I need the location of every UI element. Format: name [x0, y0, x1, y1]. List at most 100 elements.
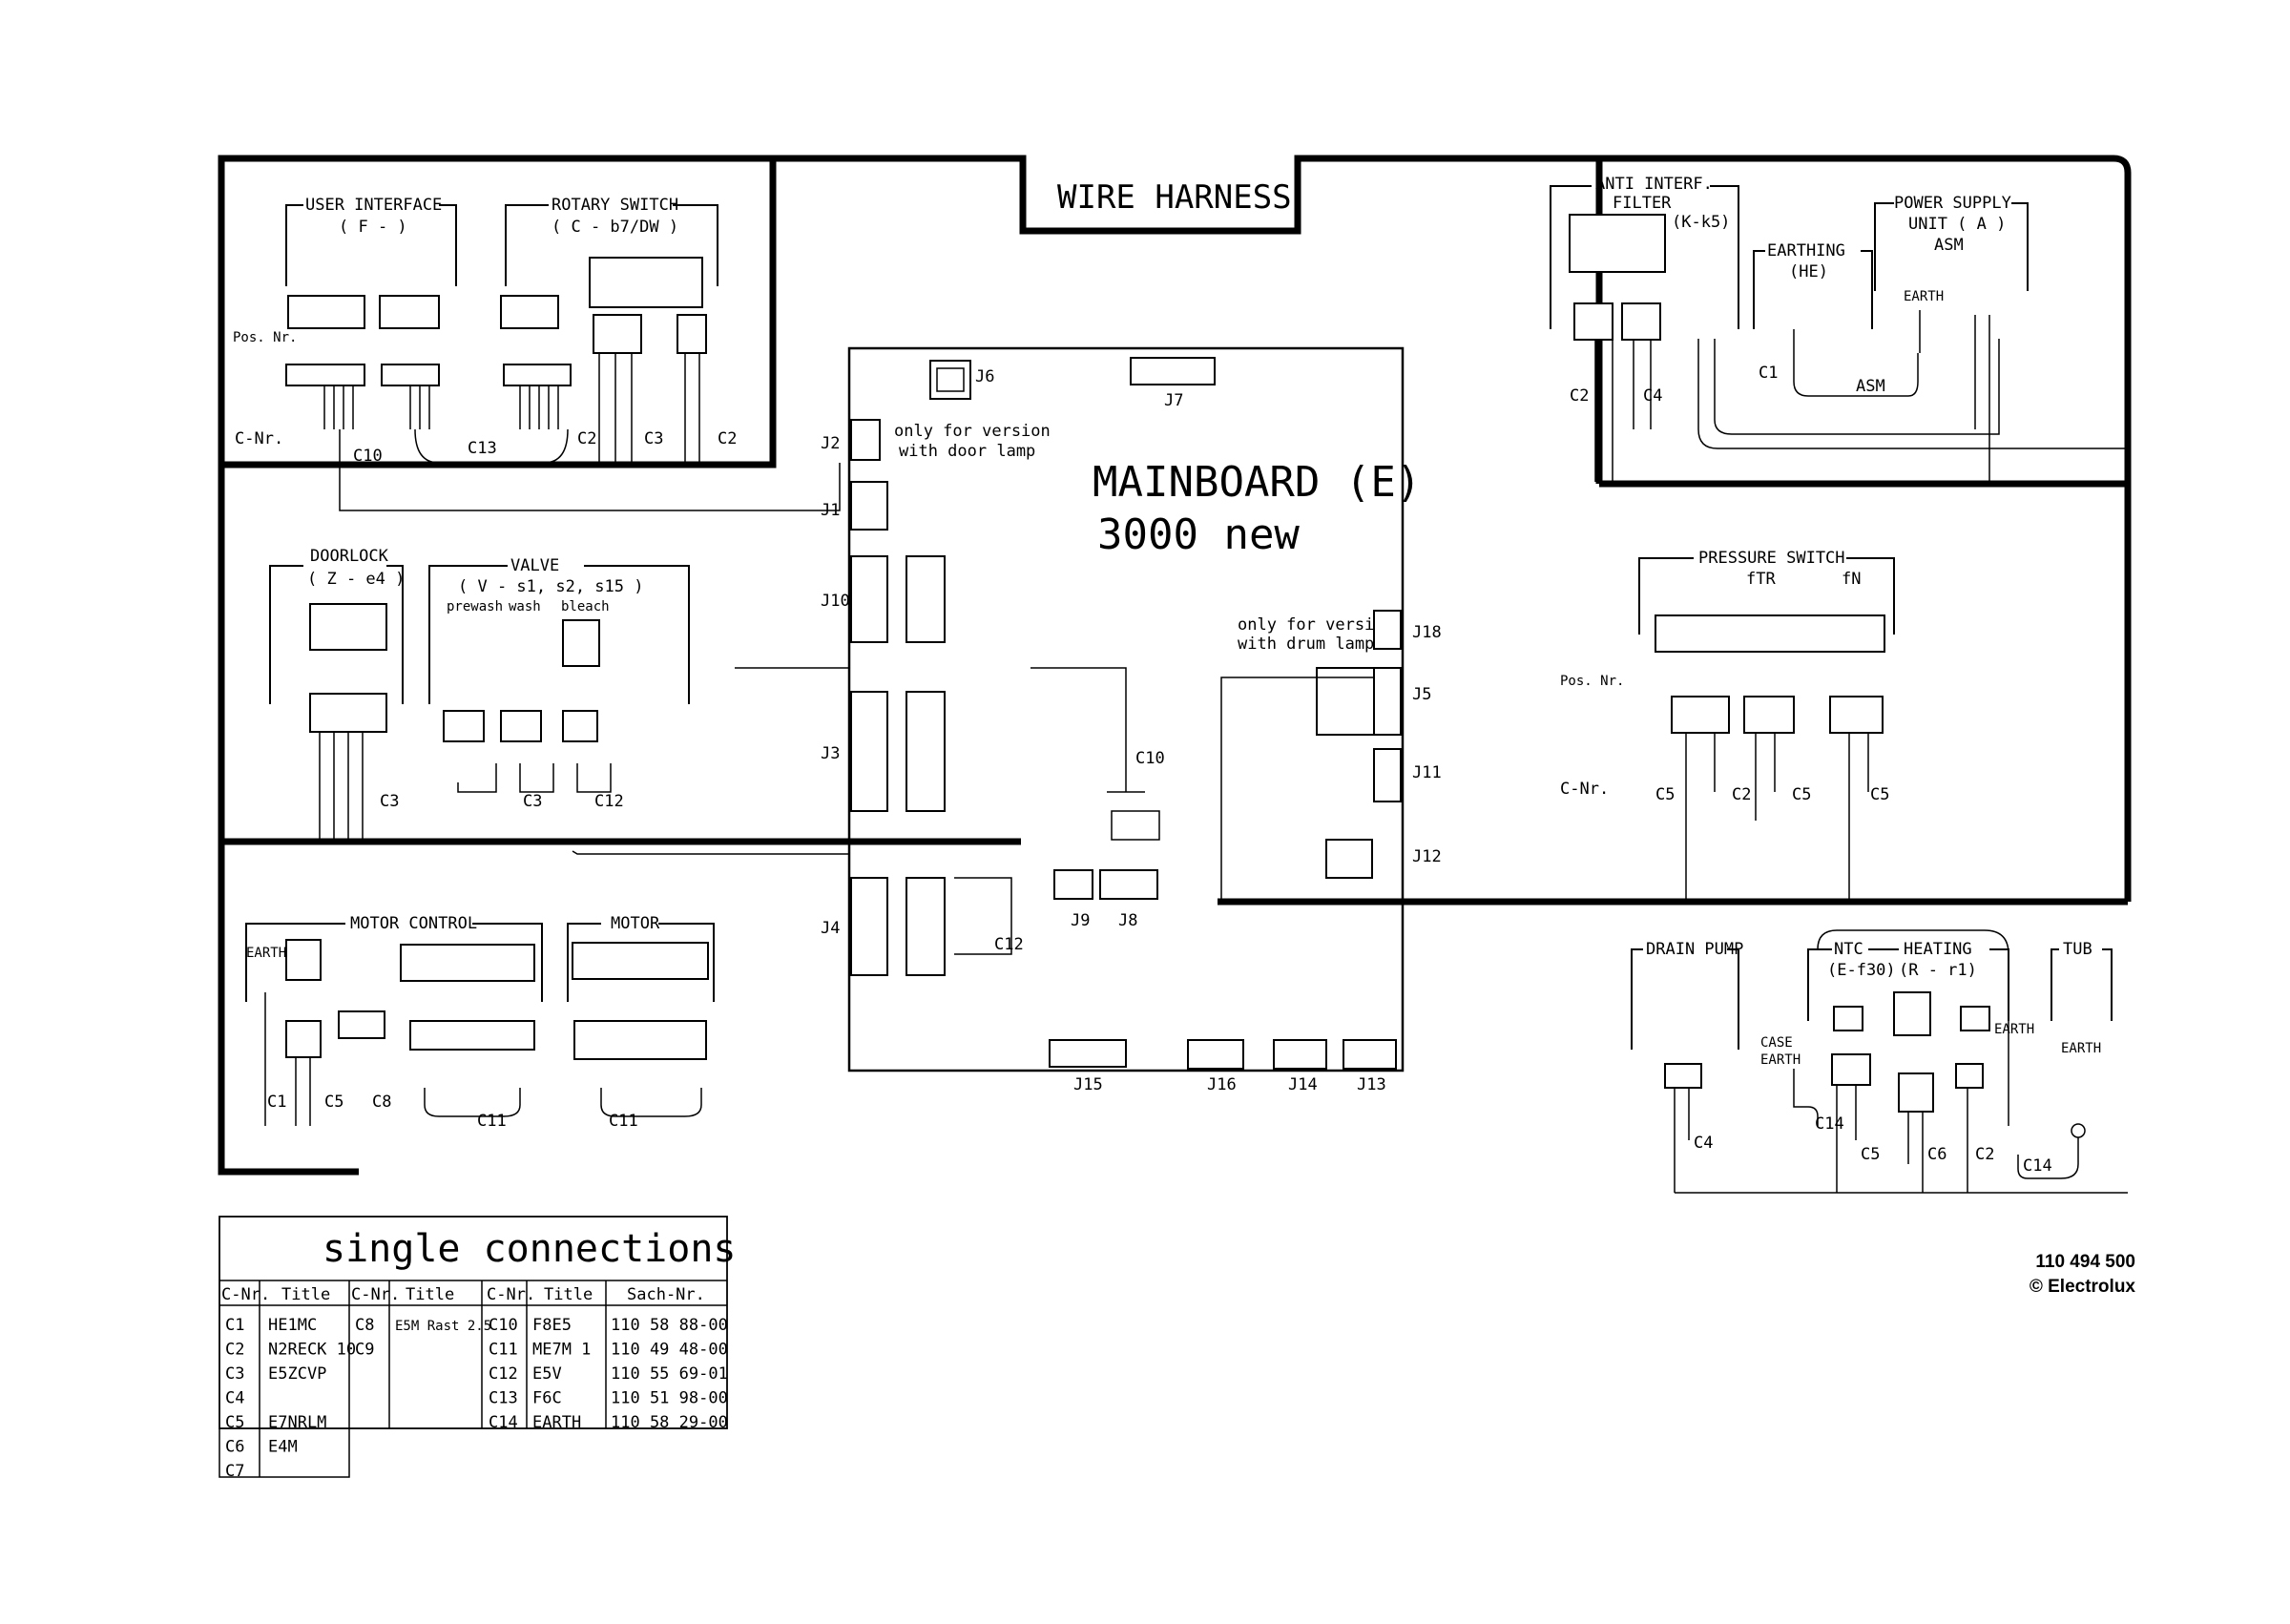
table-header-2: C-Nr. — [351, 1285, 400, 1304]
rotary-switch-group: ROTARY SWITCH ( C - b7/DW ) C2 C3 C2 — [500, 196, 737, 465]
power-supply-group: POWER SUPPLY UNIT ( A ) ASM EARTH — [1874, 194, 2029, 482]
user-interface-code: ( F - ) — [339, 218, 407, 237]
earthing-c1-label: C1 — [1759, 364, 1778, 383]
table-title-C13: F6C — [532, 1389, 562, 1408]
tub-group: TUB EARTH C14 — [2017, 940, 2113, 1179]
motor-control-group: MOTOR CONTROL EARTH C1 C5 C8 C11 — [245, 914, 543, 1131]
table-c-nr-C14: C14 — [489, 1413, 518, 1432]
table-c-nr-C2: C2 — [225, 1341, 244, 1360]
j13-label: J13 — [1357, 1075, 1386, 1094]
rotary-c2b-label: C2 — [718, 429, 737, 448]
harness-frame: WIRE HARNESS — [218, 155, 2132, 1176]
table-sach-C14: 110 58 29-00 — [611, 1413, 728, 1432]
pressure-c5-label-2: C5 — [1792, 785, 1811, 804]
motor-control-label: MOTOR CONTROL — [350, 914, 477, 933]
pressure-c-nr-label: C-Nr. — [1560, 780, 1609, 799]
c-nr-label-left: C-Nr. — [235, 429, 283, 448]
table-c-nr-C11: C11 — [489, 1341, 518, 1360]
tub-c14-label: C14 — [2023, 1156, 2052, 1176]
case-earth-label-1: CASE — [1760, 1035, 1793, 1051]
drain-pump-c4-label: C4 — [1694, 1134, 1713, 1153]
tub-label: TUB — [2063, 940, 2092, 959]
j4-label: J4 — [821, 919, 840, 938]
motor-control-c1-label: C1 — [267, 1093, 286, 1112]
doorlock-label: DOORLOCK — [310, 547, 389, 566]
j6-label: J6 — [975, 367, 994, 386]
drum-lamp-note-2: with drum lamp — [1238, 635, 1374, 654]
table-c-nr-C3: C3 — [225, 1364, 244, 1384]
rotary-switch-code: ( C - b7/DW ) — [552, 218, 678, 237]
anti-interf-group: ANTI INTERF. FILTER (K-k5) C2 C4 — [1550, 175, 2128, 482]
earthing-code: (HE) — [1789, 262, 1828, 281]
table-header-6: Sach-Nr. — [627, 1285, 705, 1304]
pressure-switch-label: PRESSURE SWITCH — [1698, 549, 1845, 568]
ntc-c5-label: C5 — [1861, 1145, 1880, 1164]
pressure-c5-label-1: C5 — [1655, 785, 1675, 804]
table-title-C6: E4M — [268, 1438, 298, 1457]
drain-pump-label: DRAIN PUMP — [1646, 940, 1743, 959]
anti-interf-code: (K-k5) — [1672, 213, 1730, 232]
pressure-pos-nr-label: Pos. Nr. — [1560, 674, 1624, 689]
door-lamp-note-2: with door lamp — [899, 442, 1035, 461]
j10-label: J10 — [821, 592, 850, 611]
table-sach-C11: 110 49 48-00 — [611, 1341, 728, 1360]
table-c-nr-C8: C8 — [355, 1316, 374, 1335]
valve-sub-prewash: prewash — [447, 599, 503, 614]
valve-c12-label: C12 — [594, 792, 624, 811]
rotary-c3-label: C3 — [644, 429, 663, 448]
heating-c6-label: C6 — [1927, 1145, 1946, 1164]
heating-earth-label: EARTH — [1994, 1022, 2034, 1037]
table-title-C10: F8E5 — [532, 1316, 572, 1335]
power-supply-code: ASM — [1934, 236, 1964, 255]
c13-label: C13 — [468, 439, 497, 458]
table-header-4: C-Nr. — [487, 1285, 535, 1304]
table-c-nr-C7: C7 — [225, 1462, 244, 1481]
earthing-label: EARTHING — [1767, 241, 1845, 260]
table-sach-C13: 110 51 98-00 — [611, 1389, 728, 1408]
user-interface-group: USER INTERFACE ( F - ) Pos. Nr. C-Nr. C1… — [233, 196, 841, 511]
table-c-nr-C4: C4 — [225, 1389, 244, 1408]
j2-label: J2 — [821, 434, 840, 453]
door-lamp-note-1: only for version — [894, 422, 1051, 441]
table-header-3: Title — [406, 1285, 454, 1304]
motor-c11-label: C11 — [609, 1112, 638, 1131]
earthing-group: EARTHING (HE) C1 ASM — [1753, 241, 1919, 397]
anti-interf-c2-label: C2 — [1570, 386, 1589, 406]
table-title-C2: N2RECK 10 — [268, 1341, 356, 1360]
rotary-c2-label: C2 — [577, 429, 596, 448]
mainboard-title-1: MAINBOARD (E) — [1093, 458, 1421, 507]
table-c-nr-C13: C13 — [489, 1389, 518, 1408]
pressure-c5-label-3: C5 — [1870, 785, 1889, 804]
j3-label: J3 — [821, 744, 840, 763]
table-title: single connections — [323, 1227, 736, 1271]
valve-sub-bleach: bleach — [561, 599, 610, 614]
valve-c3-label: C3 — [523, 792, 542, 811]
doc-number: 110 494 500 — [2035, 1252, 2135, 1272]
j9-label: J9 — [1071, 911, 1090, 930]
c12-label-mid: C12 — [994, 935, 1024, 954]
mainboard: MAINBOARD (E) 3000 new only for version … — [821, 346, 1442, 1094]
motor-control-earth-label: EARTH — [246, 946, 286, 961]
motor-control-c5-label: C5 — [324, 1093, 344, 1112]
table-c-nr-C9: C9 — [355, 1341, 374, 1360]
j14-label: J14 — [1288, 1075, 1318, 1094]
j5-label: J5 — [1412, 685, 1431, 704]
anti-interf-label-1: ANTI INTERF. — [1595, 175, 1713, 194]
ntc-c14-label: C14 — [1815, 1114, 1844, 1134]
valve-label: VALVE — [510, 556, 559, 575]
doorlock-code: ( Z - e4 ) — [307, 570, 405, 589]
pressure-switch-group: PRESSURE SWITCH fTR fN Pos. Nr. C-Nr. C5… — [1560, 549, 1895, 900]
j12-label: J12 — [1412, 847, 1442, 866]
table-c-nr-C6: C6 — [225, 1438, 244, 1457]
j11-label: J11 — [1412, 763, 1442, 782]
c10-label-top: C10 — [353, 447, 383, 466]
table-header-5: Title — [544, 1285, 593, 1304]
table-title-C5: E7NRLM — [268, 1413, 326, 1432]
user-interface-label: USER INTERFACE — [305, 196, 442, 215]
power-supply-earth-label: EARTH — [1904, 289, 1944, 304]
motor-label: MOTOR — [611, 914, 660, 933]
table-title-C8: E5M Rast 2.5 — [395, 1319, 491, 1334]
j18-label: J18 — [1412, 623, 1442, 642]
ntc-label: NTC — [1834, 940, 1863, 959]
